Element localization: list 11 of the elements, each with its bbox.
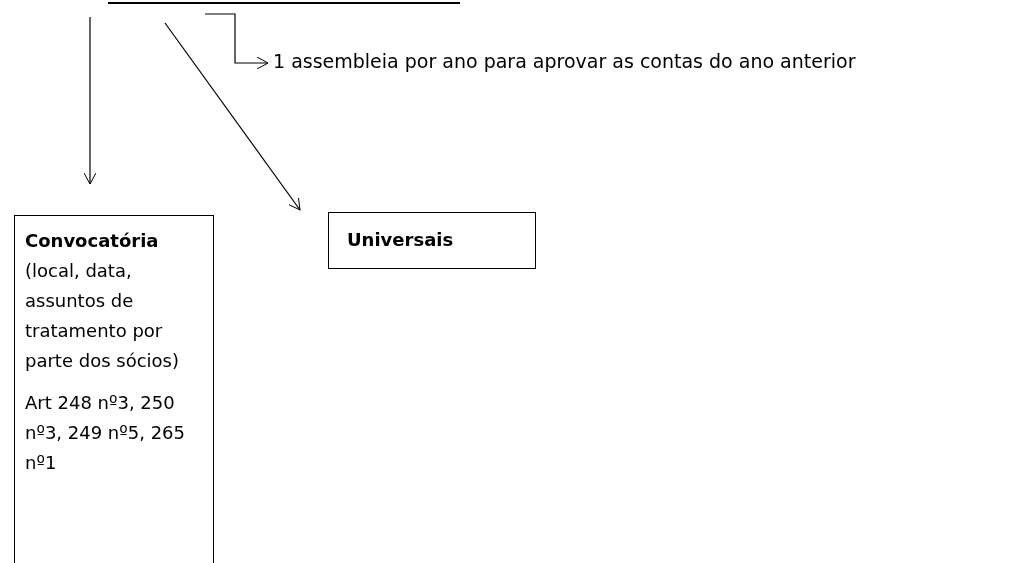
- box-text: Art 248 nº3, 250 nº3, 249 nº5, 265 nº1: [25, 391, 186, 475]
- arrow: [83, 16, 97, 185]
- text-box: [328, 212, 536, 269]
- arrow: [164, 22, 301, 211]
- box-heading: Convocatória: [25, 229, 160, 253]
- note-text: 1 assembleia por ano para aprovar as contas do ano anterior: [273, 50, 856, 73]
- text-box: [14, 215, 214, 563]
- box-heading: Universais: [347, 228, 455, 252]
- box-text: (local, data, assuntos de tratamento por parte dos sócios): [25, 259, 180, 373]
- arrow: [204, 13, 269, 70]
- underline-bar: [108, 2, 460, 4]
